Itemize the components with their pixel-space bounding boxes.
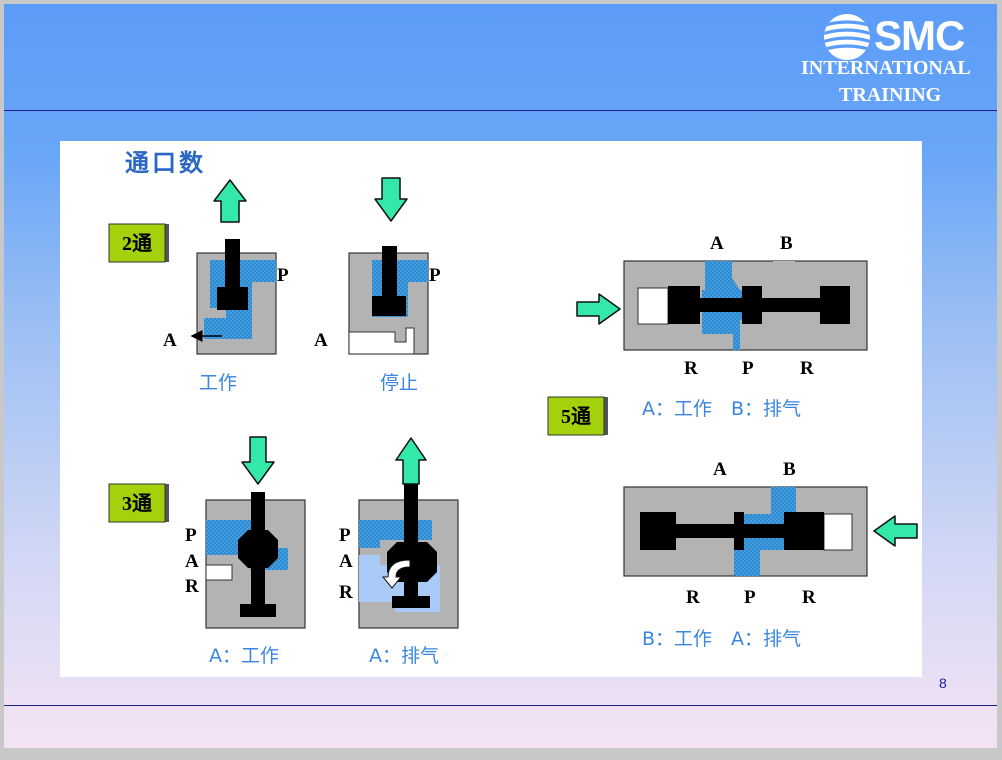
left-arrow-icon [873, 515, 918, 547]
three-way-working-valve [205, 492, 306, 629]
three-way-working-port-a: A [185, 551, 199, 572]
up-arrow-icon [395, 437, 427, 485]
five-way-caption-bottom: B：工作 A：排气 [642, 628, 801, 650]
three-way-caption-exhaust: A：排气 [369, 645, 439, 667]
five-way-bottom-port-b: B [783, 459, 796, 480]
two-way-working-valve [196, 239, 277, 355]
smc-logo-icon [824, 14, 870, 60]
five-way-top-port-a: A [710, 233, 724, 254]
three-way-exhaust-port-r: R [339, 582, 353, 603]
header-rule [4, 110, 997, 111]
page-number: 8 [939, 675, 947, 691]
five-way-bottom-port-p: P [744, 587, 756, 608]
three-way-section: 3通 P A R A：工作 P A R A：排气 [108, 436, 459, 667]
five-way-top-port-p: P [742, 358, 754, 379]
brand-name: SMC [874, 12, 965, 59]
two-way-caption-working: 工作 [199, 372, 237, 394]
two-way-tag [108, 223, 166, 263]
five-way-top-port-b: B [780, 233, 793, 254]
two-way-caption-stopped: 停止 [380, 372, 418, 394]
three-way-exhaust-valve [358, 484, 459, 629]
two-way-stopped-port-a: A [314, 330, 328, 351]
three-way-tag [108, 483, 166, 523]
five-way-caption-top: A：工作 B：排气 [642, 398, 801, 420]
three-way-caption-working: A：工作 [209, 645, 279, 667]
three-way-tag-label: 3通 [122, 492, 152, 515]
five-way-tag-label: 5通 [561, 405, 591, 428]
five-way-bottom-port-r-right: R [802, 587, 816, 608]
three-way-working-port-r: R [185, 576, 199, 597]
five-way-bottom-port-r-left: R [686, 587, 700, 608]
five-way-top-valve [623, 260, 868, 351]
right-arrow-icon [576, 293, 621, 325]
two-way-stopped-valve [348, 246, 429, 355]
two-way-section: 2通 P A 工作 P A 停止 [108, 177, 441, 394]
two-way-working-port-a: A [163, 330, 177, 351]
three-way-exhaust-port-p: P [339, 525, 351, 546]
three-way-exhaust-port-a: A [339, 551, 353, 572]
up-arrow-icon [213, 179, 247, 223]
brand-line-training: TRAINING [839, 84, 942, 106]
two-way-working-port-p: P [277, 265, 289, 286]
five-way-top-port-r-right: R [800, 358, 814, 379]
two-way-stopped-port-p: P [429, 265, 441, 286]
five-way-bottom-port-a: A [713, 459, 727, 480]
five-way-section: 5通 A B R P R A：工作 B：排气 A B R P R B：工作 A：… [547, 233, 918, 650]
five-way-tag [547, 396, 605, 436]
five-way-bottom-valve [623, 486, 868, 577]
two-way-tag-label: 2通 [122, 232, 152, 255]
slide: SMC INTERNATIONAL TRAINING 8 [4, 4, 997, 748]
five-way-top-port-r-left: R [684, 358, 698, 379]
three-way-working-port-p: P [185, 525, 197, 546]
down-arrow-icon [241, 436, 275, 485]
down-arrow-icon [374, 177, 408, 222]
content-panel [60, 141, 922, 677]
page-title: 通口数 [125, 148, 206, 177]
brand-line-international: INTERNATIONAL [801, 57, 971, 79]
footer-rule [4, 705, 997, 706]
